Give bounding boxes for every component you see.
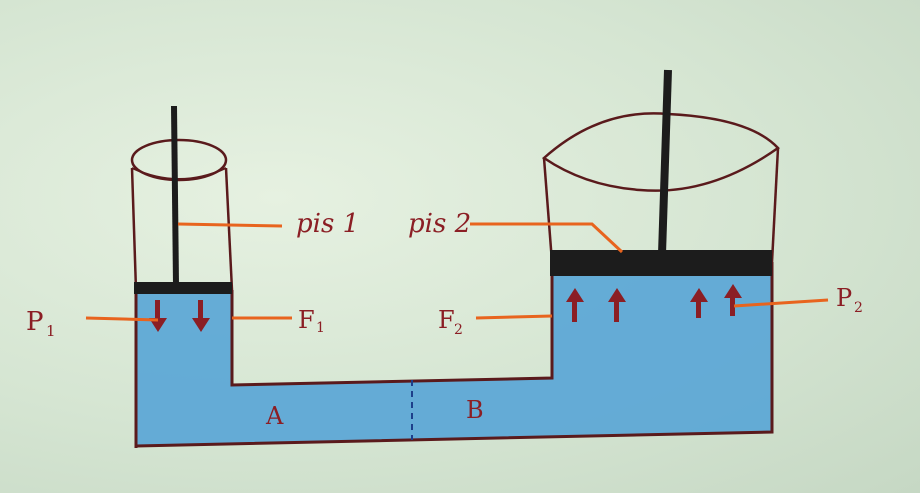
large-cylinder-left-wall <box>542 157 554 263</box>
piston-1-rod <box>171 105 179 286</box>
hydraulic-fluid <box>136 272 772 446</box>
piston-2-head <box>550 250 772 276</box>
label-f2: F <box>438 306 455 334</box>
small-cylinder-rim <box>131 167 227 180</box>
leader-pis1 <box>177 222 283 228</box>
label-p2: P <box>836 284 852 312</box>
down-arrow-left <box>149 300 167 332</box>
large-cylinder-right-wall <box>770 147 780 263</box>
label-f1: F <box>298 306 315 334</box>
leader-p2 <box>733 298 829 308</box>
vessel-outline <box>134 262 774 448</box>
label-pis1: pis 1 <box>296 209 359 239</box>
label-p2-sub: 2 <box>854 300 863 316</box>
label-f2-sub: 2 <box>454 322 463 338</box>
piston-2-rod <box>658 69 672 255</box>
label-p1: P <box>26 307 44 337</box>
label-region-a: A <box>265 402 284 430</box>
leader-p1 <box>85 316 159 322</box>
piston-1-head <box>134 282 232 294</box>
large-cylinder-top <box>541 112 780 192</box>
small-cylinder-left-wall <box>130 167 138 291</box>
up-arrow-3 <box>690 288 708 318</box>
leader-pis2 <box>470 222 624 254</box>
up-arrow-4 <box>724 284 742 316</box>
leader-f2 <box>475 314 553 320</box>
label-region-b: B <box>466 396 484 424</box>
label-p1-sub: 1 <box>46 322 56 340</box>
label-pis2: pis 2 <box>408 209 471 239</box>
label-f1-sub: 1 <box>316 320 325 336</box>
small-cylinder-right-wall <box>224 167 234 291</box>
down-arrow-right <box>192 300 210 332</box>
up-arrow-1 <box>566 288 584 322</box>
up-arrow-2 <box>608 288 626 322</box>
